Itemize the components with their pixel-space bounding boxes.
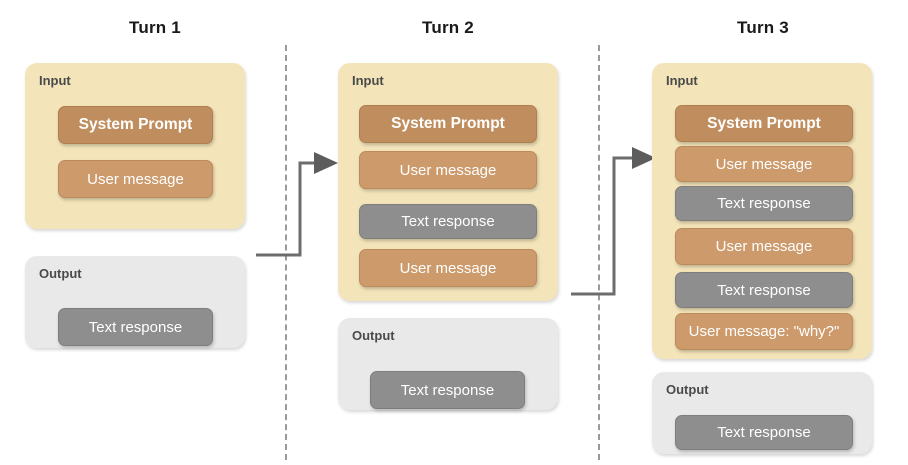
turn-1-input-pill-user-message[interactable]: User message xyxy=(58,160,213,198)
turn-3-input-pill-text-response-1[interactable]: Text response xyxy=(675,186,853,221)
flow-arrow-1-path xyxy=(256,161,316,257)
turn-3-input-pill-user-message-1[interactable]: User message xyxy=(675,146,853,182)
turn-2-input-label: Input xyxy=(352,73,384,88)
turn-2-input-pill-system-prompt[interactable]: System Prompt xyxy=(359,105,537,143)
column-divider-2 xyxy=(598,45,600,460)
flow-arrow-2-head xyxy=(632,147,656,169)
column-divider-1 xyxy=(285,45,287,460)
flow-arrow-1-head xyxy=(314,152,338,174)
turn-3-title: Turn 3 xyxy=(737,18,789,37)
turn-3-input-label: Input xyxy=(666,73,698,88)
flow-arrow-2-path xyxy=(571,156,634,296)
turn-3-input-pill-user-message-2[interactable]: User message xyxy=(675,228,853,265)
turn-3-output-label: Output xyxy=(666,382,709,397)
turn-3-input-pill-system-prompt[interactable]: System Prompt xyxy=(675,105,853,142)
turn-3-input-pill-user-message-why[interactable]: User message: "why?" xyxy=(675,313,853,350)
turn-2-input-pill-user-message-2[interactable]: User message xyxy=(359,249,537,287)
turn-2-title: Turn 2 xyxy=(422,18,474,37)
turn-3-output-pill-text-response[interactable]: Text response xyxy=(675,415,853,450)
turn-2-input-pill-text-response[interactable]: Text response xyxy=(359,204,537,239)
turn-2-input-pill-user-message-1[interactable]: User message xyxy=(359,151,537,189)
turn-1-input-panel: Input xyxy=(25,63,245,229)
turn-1-output-pill-text-response[interactable]: Text response xyxy=(58,308,213,346)
turn-3-input-pill-text-response-2[interactable]: Text response xyxy=(675,272,853,308)
turn-1-input-pill-system-prompt[interactable]: System Prompt xyxy=(58,106,213,144)
turn-1-title: Turn 1 xyxy=(129,18,181,37)
turn-2-output-pill-text-response[interactable]: Text response xyxy=(370,371,525,409)
turn-1-output-label: Output xyxy=(39,266,82,281)
turn-1-input-label: Input xyxy=(39,73,71,88)
turn-2-output-label: Output xyxy=(352,328,395,343)
